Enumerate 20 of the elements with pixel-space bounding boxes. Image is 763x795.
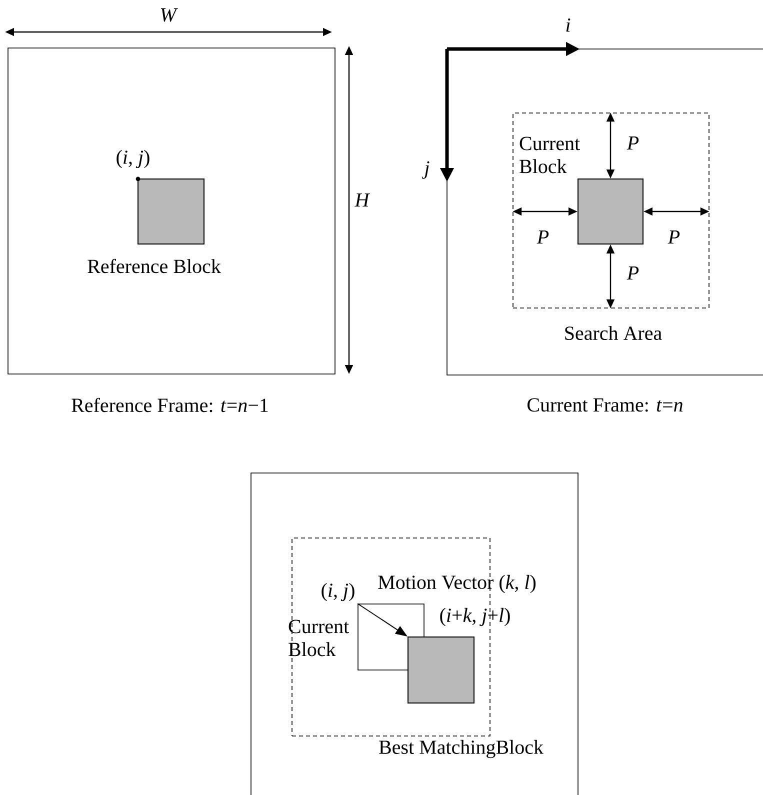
- dimension-label: j: [422, 161, 430, 179]
- edge-label: Motion Vector (k, l): [378, 574, 536, 594]
- block-label: Reference Block: [88, 258, 221, 274]
- block-label: Current Block: [288, 620, 349, 656]
- edge-label: P: [668, 230, 680, 244]
- frame-box: [250, 472, 578, 795]
- edge-label: P: [536, 230, 549, 244]
- coordinate-label: (i, j): [322, 582, 354, 602]
- coordinate-label: (i, j): [116, 150, 150, 168]
- dimension-label: i: [566, 18, 570, 32]
- coordinate-label: (i+k, j+l): [440, 608, 510, 626]
- frame-caption: Reference Frame: t=n−1: [72, 398, 268, 412]
- block-label: Best MatchingBlock: [379, 740, 544, 758]
- edge-label: P: [626, 266, 639, 280]
- dimension-label: H: [354, 193, 370, 207]
- dimension-label: W: [161, 8, 178, 22]
- block-label: Current Block: [520, 136, 580, 174]
- area-label: Search Area: [565, 326, 662, 340]
- frame-caption: Current Frame: t=n: [528, 398, 682, 412]
- edge-label: P: [626, 136, 639, 150]
